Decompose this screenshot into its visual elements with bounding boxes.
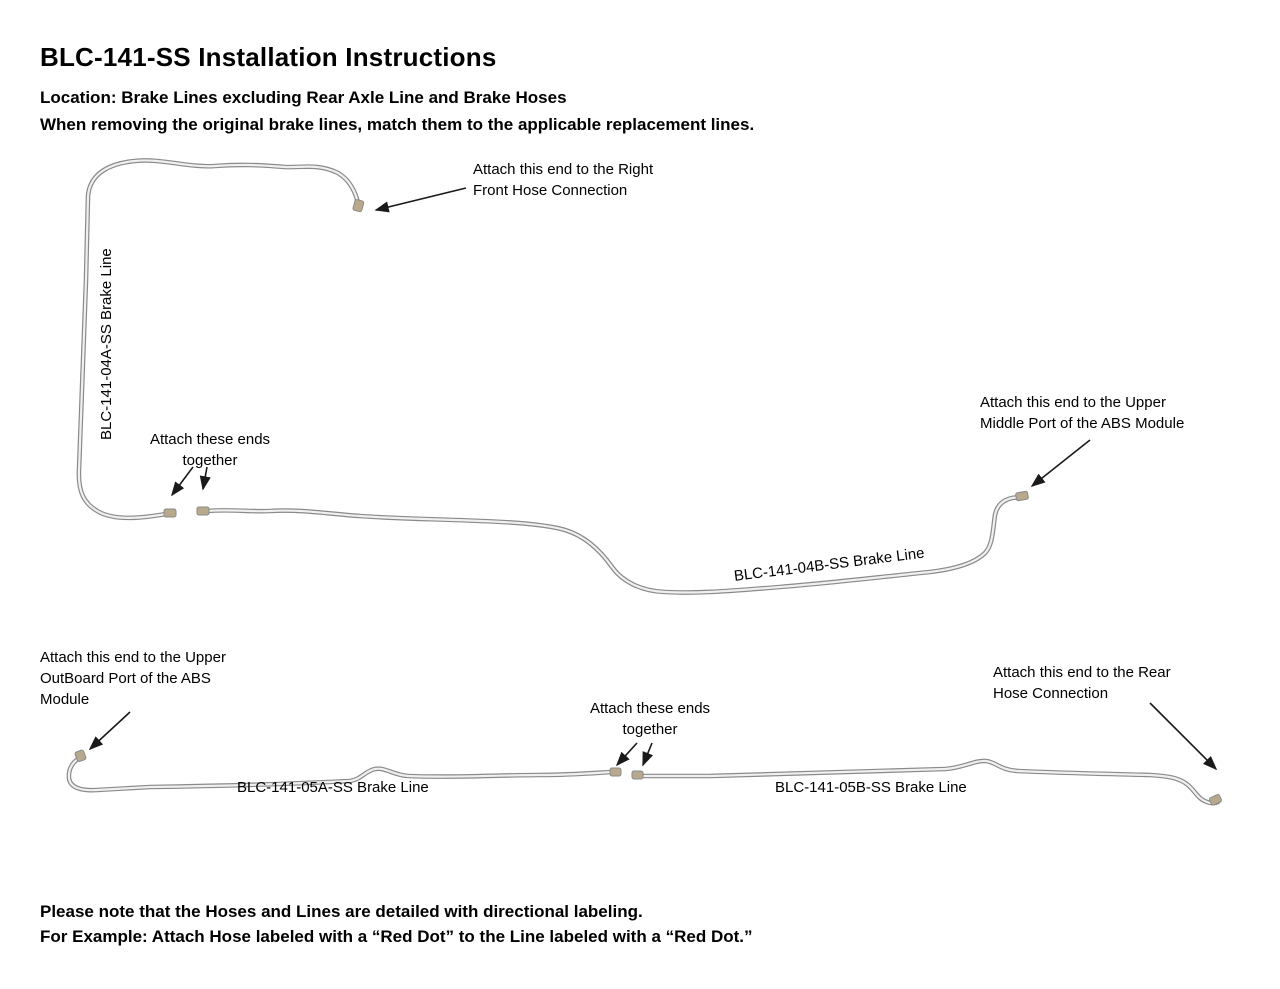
line-label-blc-141-05b: BLC-141-05B-SS Brake Line (775, 779, 967, 796)
fitting-05b-right (1208, 793, 1222, 806)
arrow-rear-hose (1149, 702, 1218, 771)
fitting-05a-left (74, 749, 87, 763)
fitting-04b-right (1015, 490, 1029, 502)
line-label-blc-141-05a: BLC-141-05A-SS Brake Line (237, 779, 429, 796)
annotation-attach-ends-bottom: Attach these ends together (589, 700, 711, 738)
brake-line-04a-path (76, 158, 362, 521)
arrow-ends-top-right (199, 466, 211, 491)
fitting-05a-right (609, 767, 622, 777)
arrow-right-front-hose (374, 187, 467, 213)
intro-location-line: Location: Brake Lines excluding Rear Axl… (40, 88, 567, 107)
annotation-abs-upper-middle: Attach this end to the Upper Middle Port… (980, 394, 1185, 432)
fitting-05b-left (631, 770, 644, 780)
fitting-04b-left (196, 506, 210, 516)
arrow-ends-bottom-left (615, 742, 638, 767)
arrow-ends-bottom-right (642, 742, 654, 767)
arrow-ends-top-left (171, 466, 194, 497)
annotation-attach-ends-top: Attach these ends together (149, 431, 271, 469)
arrow-abs-middle (1030, 439, 1091, 487)
brake-line-04b-path (204, 494, 1023, 595)
annotation-arrows (88, 187, 1218, 771)
intro-instruction-line: When removing the original brake lines, … (40, 115, 755, 134)
annotation-abs-upper-outboard: Attach this end to the Upper OutBoard Po… (40, 649, 226, 708)
annotation-rear-hose: Attach this end to the Rear Hose Connect… (993, 664, 1171, 702)
footer-note-line-2: For Example: Attach Hose labeled with a … (40, 927, 753, 946)
brake-line-05b-path (637, 758, 1221, 806)
fitting-04a-top (352, 199, 365, 213)
arrow-abs-outboard (88, 711, 131, 751)
fitting-nuts (74, 199, 1222, 806)
footer-note-line-1: Please note that the Hoses and Lines are… (40, 902, 643, 921)
annotation-right-front-hose: Attach this end to the Right Front Hose … (473, 161, 654, 199)
line-label-blc-141-04a: BLC-141-04A-SS Brake Line (98, 248, 115, 440)
page-title: BLC-141-SS Installation Instructions (40, 42, 497, 72)
fitting-04a-bottom (163, 508, 177, 518)
brake-line-05a-path (66, 754, 615, 793)
